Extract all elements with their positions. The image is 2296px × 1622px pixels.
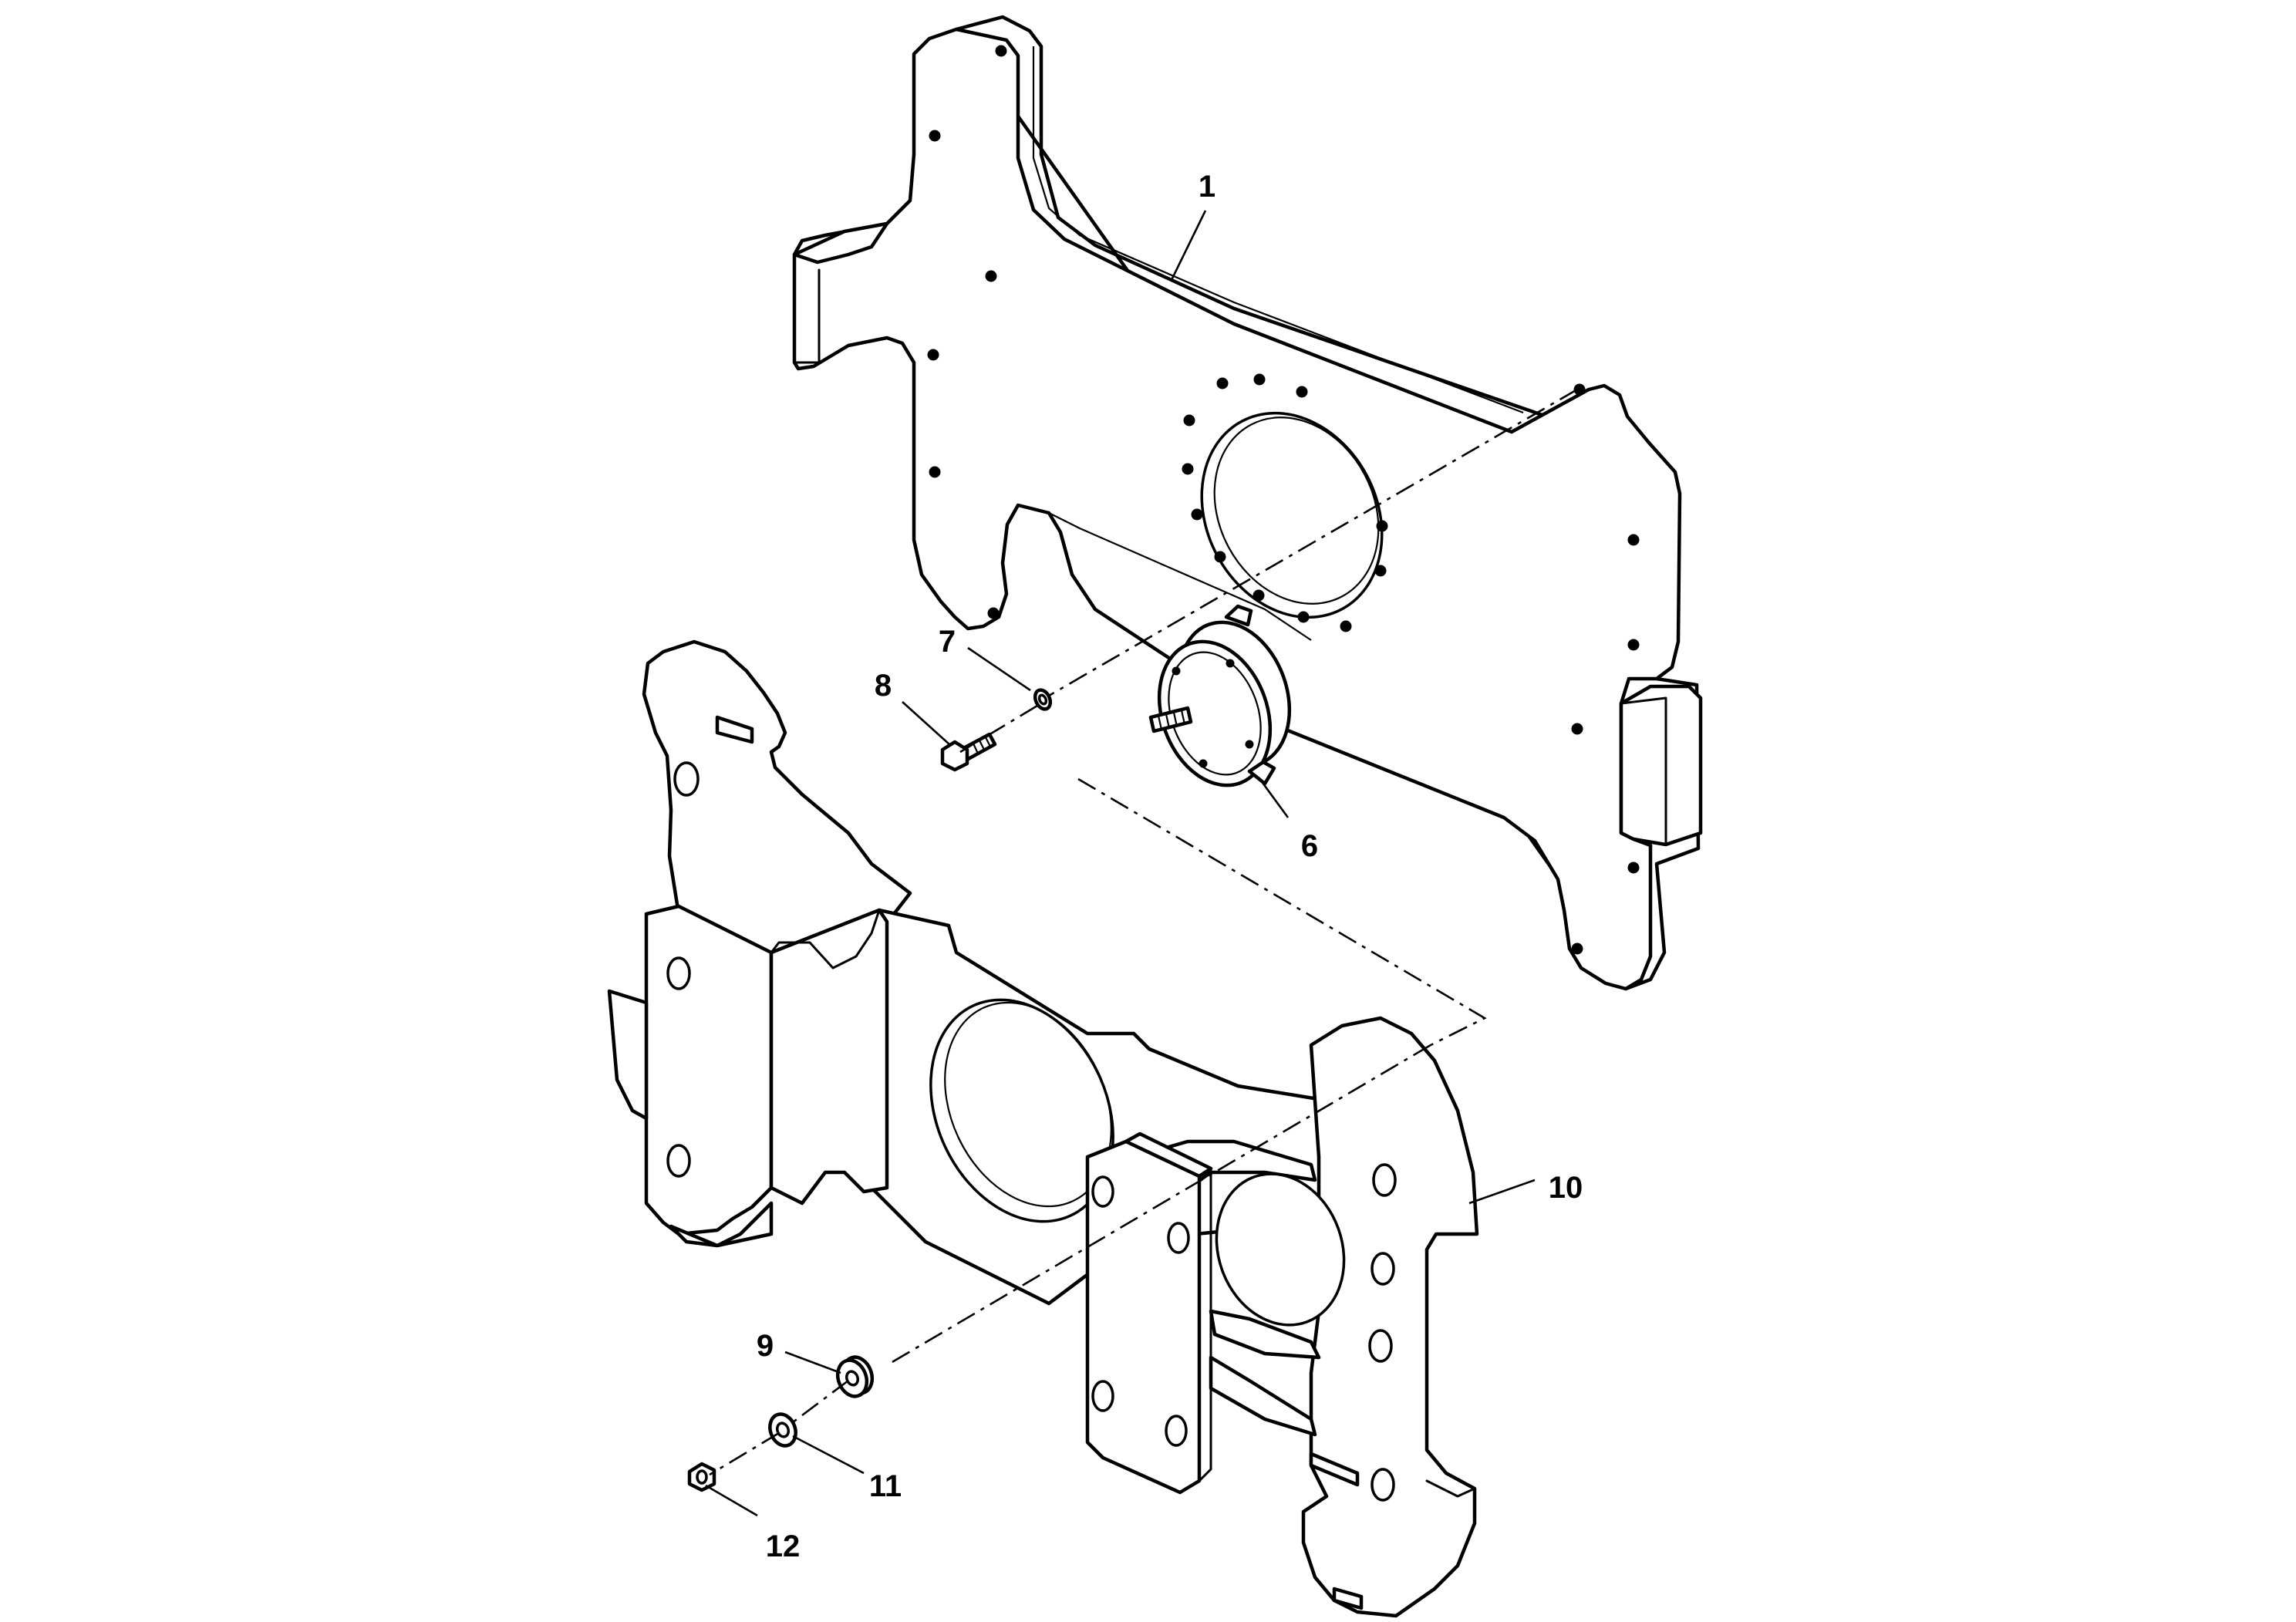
leader-lines: [705, 210, 1536, 1517]
part-12-hex-nut: [687, 1462, 716, 1492]
assembly-center-lines: [709, 388, 1578, 1476]
callout-8: 8: [875, 669, 892, 703]
callout-1: 1: [1199, 170, 1215, 204]
bracket-10-left-block: [644, 904, 774, 1236]
callout-labels: 1 7 8 6 10 9 11 12: [757, 170, 1583, 1563]
part-6-round-mount: [1148, 604, 1292, 787]
plate-1-bolt-circle-holes: [1182, 373, 1388, 632]
callout-10: 10: [1549, 1171, 1583, 1205]
callout-11: 11: [869, 1469, 902, 1503]
plate-1-left-tab: [792, 221, 889, 265]
part-10-lower-bracket: [607, 639, 1479, 1618]
part-11-washer: [768, 1412, 797, 1448]
callout-12: 12: [766, 1529, 801, 1563]
part-7-washer: [1033, 688, 1053, 711]
part-9-thick-washer: [835, 1355, 875, 1398]
callout-7: 7: [939, 625, 956, 659]
plate-1-right-tab: [1619, 684, 1703, 847]
plate-1-edge-holes: [927, 45, 1640, 955]
part-8-bolt: [940, 732, 997, 772]
callout-6: 6: [1301, 829, 1318, 863]
bracket-10-right-plate: [1301, 1016, 1479, 1618]
part-1-mounting-plate: [792, 15, 1703, 991]
callout-9: 9: [757, 1329, 774, 1363]
